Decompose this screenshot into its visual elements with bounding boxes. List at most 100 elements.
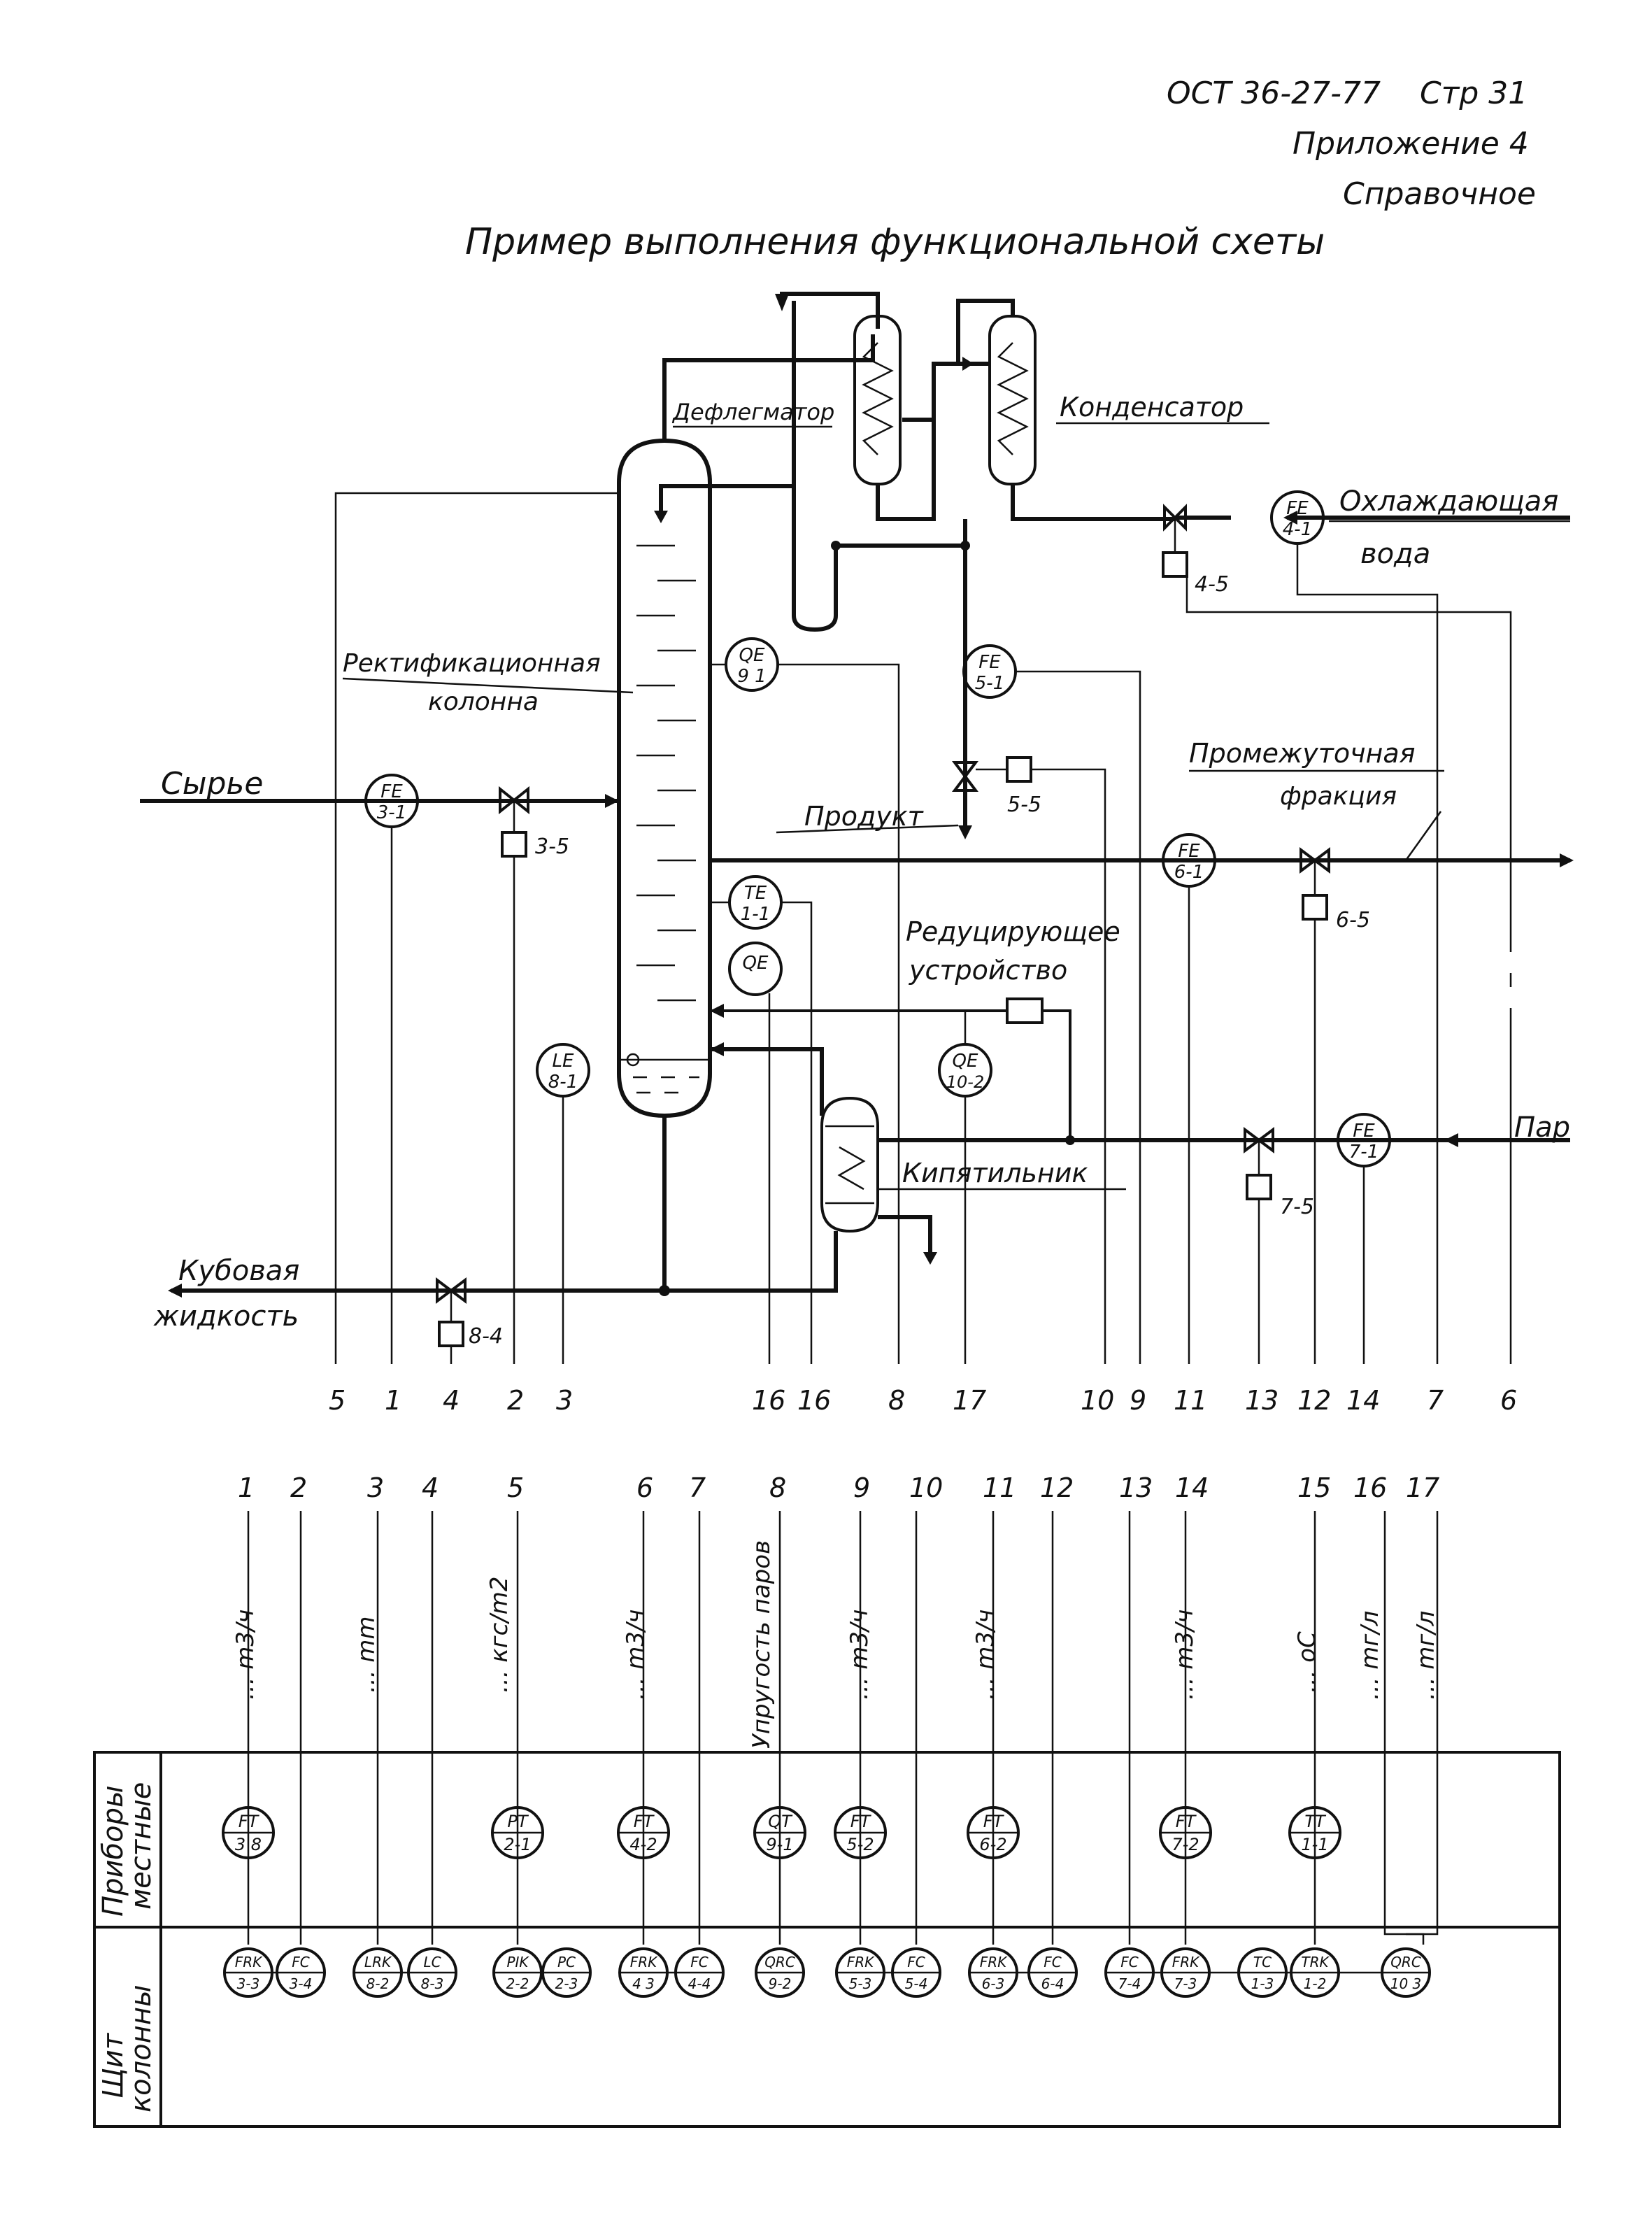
svg-text:FRK: FRK [235,1954,263,1970]
level-tap [626,1053,640,1067]
svg-text:4 3: 4 3 [632,1975,655,1992]
svg-text:FC: FC [1120,1954,1139,1970]
line-num: 13 [1119,1472,1153,1503]
line-num: 14 [1175,1472,1209,1503]
svg-text:1-3: 1-3 [1251,1975,1274,1992]
svg-text:PT: PT [507,1812,529,1831]
line-num: 5 [507,1472,524,1503]
local-ft-5-2: FT5-2 [834,1806,887,1859]
svg-text:7-2: 7-2 [1172,1835,1199,1854]
bottoms-line [168,1116,670,1347]
svg-text:3 8: 3 8 [235,1835,262,1854]
board-qrc-10-3: QRC 10 3 [1381,1947,1431,1998]
svg-text:TC: TC [1253,1954,1272,1970]
svg-text:4-2: 4-2 [629,1835,657,1854]
svg-text:6-4: 6-4 [1041,1975,1064,1992]
row-local-2: местные [125,1782,157,1910]
svg-text:5-1: 5-1 [975,673,1004,694]
panel-signal-lines [247,1511,1439,1945]
svg-text:TT: TT [1304,1812,1327,1831]
svg-text:QE: QE [953,1051,978,1072]
svg-text:FRK: FRK [847,1954,875,1970]
svg-text:QT: QT [768,1812,793,1831]
svg-text:FT: FT [850,1812,872,1831]
svg-text:FT: FT [238,1812,260,1831]
unit-label: Упругость паров [748,1540,776,1749]
line-num: 8 [769,1472,786,1503]
board-frk-4-3: FRK 4 3 [618,1947,669,1998]
svg-text:9-1: 9-1 [766,1835,793,1854]
svg-text:1-1: 1-1 [741,904,770,925]
local-pt-2-1: PT 2-1 [491,1806,544,1859]
board-fc-7-4: FC7-4 [1104,1947,1155,1998]
svg-text:8-3: 8-3 [421,1975,444,1992]
document-code: ОСТ 36-27-77 [1167,76,1381,111]
page-number: Стр 31 [1420,76,1528,111]
svg-text:4-1: 4-1 [1283,519,1312,540]
line-num: 3 [367,1472,384,1503]
line-num: 1 [385,1385,401,1416]
label-column-2: колонна [428,688,539,716]
svg-text:QRC: QRC [764,1954,795,1970]
unit-label: ... m3/ч [971,1609,999,1700]
svg-text:FRK: FRK [630,1954,658,1970]
line-num: 7 [689,1472,706,1503]
row-board-2: колонны [125,1984,157,2112]
svg-text:FE: FE [380,781,403,802]
intermediate-fraction-line [710,847,1574,921]
local-ft-7-2: FT7-2 [1159,1806,1212,1859]
svg-text:7-3: 7-3 [1174,1975,1197,1992]
svg-text:8-1: 8-1 [548,1072,578,1093]
sensor-fe-5-1: FE 5-1 [962,644,1017,699]
unit-label: ... mг/л [1412,1611,1440,1700]
sensor-fe-3-1: FE 3-1 [364,774,419,828]
label-condenser: Конденсатор [1060,392,1244,422]
label-cooling-water-1: Охлаждающая [1339,485,1558,518]
label-boiler: Кипятильник [902,1158,1088,1188]
row-board-1: Щит [97,2032,129,2098]
svg-text:FE: FE [1286,498,1309,519]
board-fc-4-4: FC4-4 [674,1947,725,1998]
svg-text:10-2: 10-2 [946,1072,984,1092]
board-fc-6-4: FC6-4 [1027,1947,1078,1998]
line-num: 11 [983,1472,1016,1503]
svg-text:FRK: FRK [980,1954,1008,1970]
local-ft-3-8: FT 3 8 [222,1806,275,1859]
line-num: 16 [797,1385,831,1416]
line-num: 8 [888,1385,905,1416]
svg-text:9 1: 9 1 [737,666,766,687]
board-fc-3-4: FC3-4 [276,1947,326,1998]
column-trays [619,544,710,1094]
tag-5-5: 5-5 [1007,793,1041,817]
svg-text:3-3: 3-3 [237,1975,260,1992]
sensor-qe-10-2: QE 10-2 [938,1043,992,1098]
svg-text:2-3: 2-3 [555,1975,578,1992]
svg-text:QRC: QRC [1390,1954,1421,1970]
svg-text:6-1: 6-1 [1174,862,1204,883]
line-num: 6 [636,1472,653,1503]
svg-text:PIK: PIK [506,1954,529,1970]
label-column-1: Ректификационная [343,649,601,678]
sensor-qe-9-1: QE 9 1 [725,637,779,692]
cooling-water-line [1162,504,1570,578]
line-num: 17 [1406,1472,1439,1503]
svg-text:10 3: 10 3 [1390,1975,1422,1992]
line-num: 14 [1346,1385,1380,1416]
label-bottoms-1: Кубовая [178,1255,299,1287]
svg-text:LC: LC [423,1954,441,1970]
board-fc-5-4: FC5-4 [891,1947,941,1998]
line-num: 2 [290,1472,307,1503]
svg-text:FRK: FRK [1172,1954,1200,1970]
line-num: 5 [329,1385,346,1416]
line-num: 10 [909,1472,943,1503]
vapour-line [654,301,965,632]
unit-label: ... m3/ч [232,1609,259,1700]
svg-text:2-1: 2-1 [504,1835,531,1854]
label-feed: Сырье [161,766,263,802]
line-num: 4 [443,1385,460,1416]
diagram-title: Пример выполнения функциональной схеты [465,221,1325,263]
unit-label: ... oC [1293,1631,1321,1693]
sensor-te-1-1: TE 1-1 [728,875,783,930]
